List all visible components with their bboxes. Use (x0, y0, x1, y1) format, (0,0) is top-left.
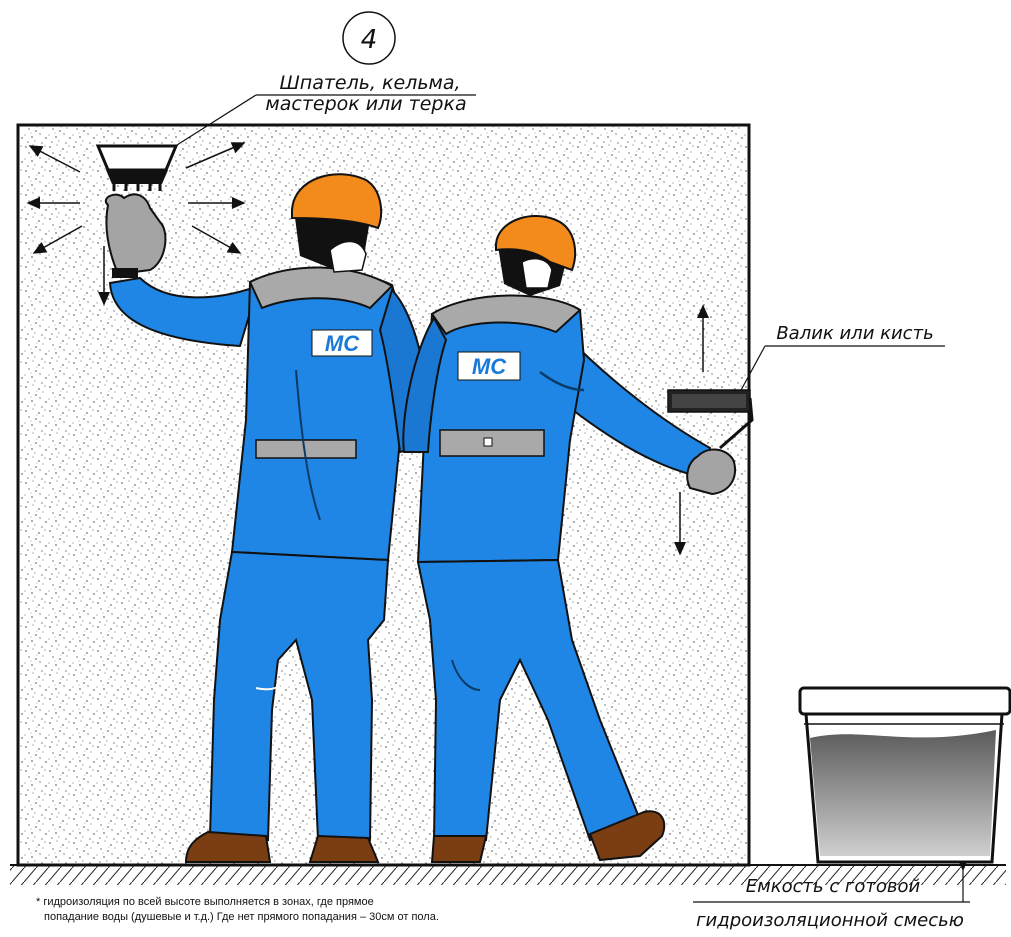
tool-label-line1: Шпатель, кельма, (279, 72, 460, 94)
container-label-line1: Емкость с готовой (746, 876, 921, 897)
roller-callout: Валик или кисть (740, 323, 945, 392)
logo-text-left: MC (325, 331, 360, 356)
step-number: 4 (361, 25, 378, 55)
logo-text-right: MC (472, 354, 507, 379)
roller-label: Валик или кисть (776, 323, 933, 344)
container-label-line2: гидроизоляционной смесью (696, 910, 964, 931)
footnote-line1: * гидроизоляция по всей высоте выполняет… (36, 896, 374, 908)
footnote-line2: попадание воды (душевые и т.д.) Где нет … (44, 911, 439, 923)
footnote: * гидроизоляция по всей высоте выполняет… (36, 896, 439, 923)
step-number-badge: 4 (343, 12, 395, 64)
tool-label-line2: мастерок или терка (265, 93, 466, 115)
